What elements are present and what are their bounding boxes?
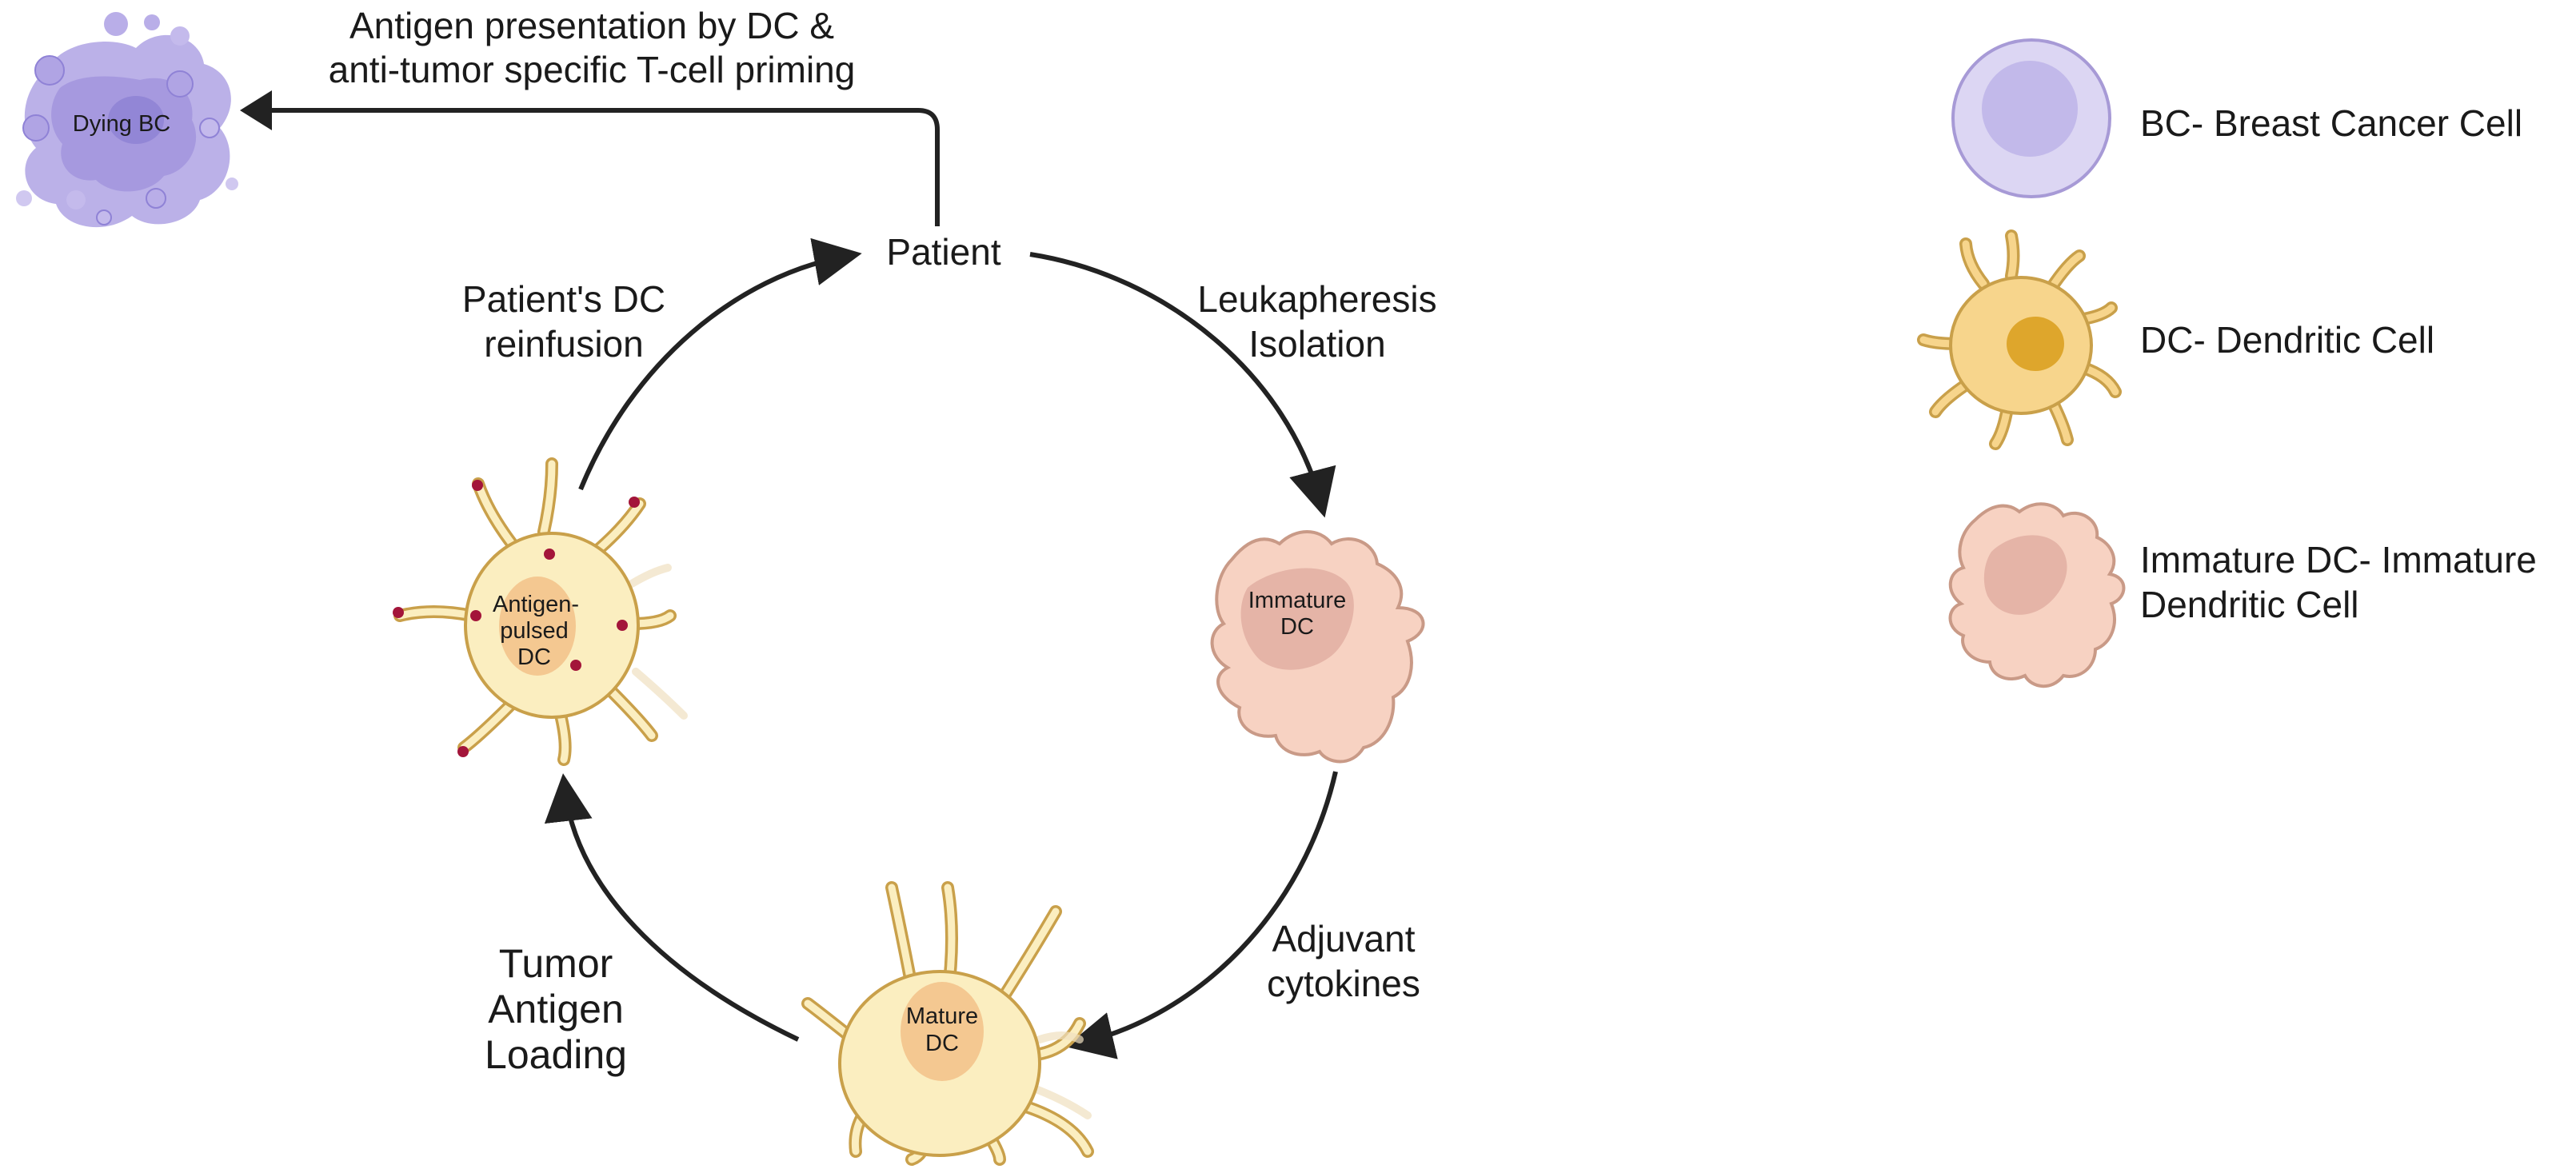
top-flow-line2: anti-tumor specific T-cell priming <box>329 49 856 90</box>
leukapheresis-label: Leukapheresis <box>1197 278 1436 320</box>
top-flow-line1: Antigen presentation by DC & <box>349 5 834 46</box>
reinfusion-line1: Patient's DC <box>462 278 665 320</box>
legend-dc-icon <box>1917 229 2122 450</box>
adjuvant-label: Adjuvant <box>1272 918 1415 960</box>
dying-bc-cell: Dying BC <box>16 12 238 228</box>
legend-immature-label1: Immature DC- Immature <box>2140 539 2537 581</box>
arrow-tumor-loading <box>544 773 800 1042</box>
reinfusion-line2: reinfusion <box>484 323 643 365</box>
tumor-label: Tumor <box>499 941 613 986</box>
cytokines-label: cytokines <box>1267 963 1420 1004</box>
legend-dc-label: DC- Dendritic Cell <box>2140 319 2434 361</box>
immature-dc-label1: Immature <box>1248 588 1346 613</box>
mature-dc-label1: Mature <box>906 1003 978 1029</box>
arrow-reinfusion <box>578 237 862 491</box>
arrow-to-dying-bc <box>264 108 940 226</box>
dying-bc-label: Dying BC <box>73 111 171 137</box>
isolation-label: Isolation <box>1248 323 1385 365</box>
arrow-leukapheresis <box>1029 252 1336 518</box>
legend-bc-icon <box>1951 38 2111 198</box>
legend-immature-dc-icon <box>1948 502 2126 688</box>
mature-dc-label2: DC <box>925 1031 959 1056</box>
arrowhead-dying-bc <box>240 90 272 130</box>
immature-dc-label2: DC <box>1280 614 1314 640</box>
legend-immature-label2: Dendritic Cell <box>2140 584 2359 625</box>
antigen-pulsed-label1: Antigen- <box>493 592 579 617</box>
immature-dc-cell: Immature DC <box>1210 530 1425 764</box>
legend-bc-label: BC- Breast Cancer Cell <box>2140 102 2522 144</box>
loading-label: Loading <box>485 1032 627 1077</box>
antigen-label: Antigen <box>488 987 624 1031</box>
antigen-pulsed-label2: pulsed <box>500 618 568 644</box>
arrow-adjuvant <box>1065 771 1338 1059</box>
mature-dc-cell: Mature DC <box>801 881 1094 1166</box>
antigen-pulsed-label3: DC <box>517 644 551 670</box>
legend: BC- Breast Cancer Cell <box>1917 38 2537 688</box>
antigen-pulsed-dc-cell: Antigen- pulsed DC <box>393 457 688 766</box>
patient-label: Patient <box>886 231 1000 273</box>
